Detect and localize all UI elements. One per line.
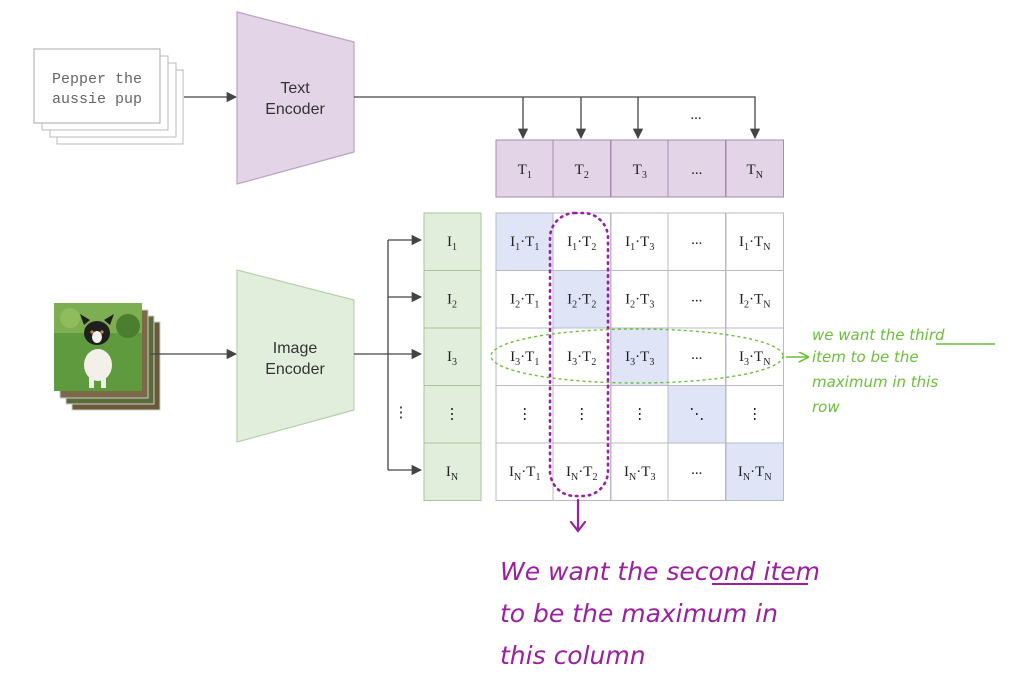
side-vertical-ellipsis: ⋮ [394, 405, 409, 421]
column-annotation: We want the second item to be the maximu… [500, 498, 820, 670]
matrix-product-label: IN·TN [738, 464, 772, 483]
matrix-cell [667, 442, 726, 501]
matrix-product-label: I2·T2 [567, 292, 596, 311]
text-encoder-label-2: Encoder [265, 101, 325, 118]
matrix-ellipsis: ... [691, 462, 702, 478]
matrix-cell-diagonal [667, 385, 726, 444]
caption-stack: Pepper the aussie pup [33, 48, 184, 145]
matrix-product-label: I3·T3 [625, 349, 654, 368]
text-feature-cell [725, 139, 784, 198]
matrix-cell [495, 270, 554, 329]
text-feature-row: T1 T2 T3... TN [495, 139, 784, 198]
matrix-product-label: I1·T1 [510, 234, 539, 253]
matrix-ellipsis: ⋮ [574, 407, 589, 423]
row-annotation-line-3: maximum in this [812, 373, 938, 391]
text-feature-cell [552, 139, 611, 198]
text-feature-label: T3 [633, 162, 647, 181]
puppy-photo [54, 303, 142, 391]
matrix-cell-diagonal [552, 270, 611, 329]
matrix-product-label: I2·T3 [625, 292, 654, 311]
matrix-ellipsis: ⋮ [517, 407, 532, 423]
matrix-cell [725, 327, 784, 386]
image-feature-label: ⋮ [445, 407, 460, 423]
image-feature-cell [423, 327, 482, 386]
matrix-product-label: IN·T1 [509, 464, 540, 483]
caption-line-1: Pepper the [52, 71, 142, 88]
matrix-product-label: I1·TN [739, 234, 770, 253]
matrix-ellipsis: ... [691, 347, 702, 363]
text-encoder: Text Encoder [236, 11, 355, 185]
matrix-ellipsis: ... [691, 290, 702, 306]
matrix-cell [495, 385, 554, 444]
image-stack [54, 303, 161, 411]
matrix-product-label: I3·T2 [567, 349, 596, 368]
column-highlight-loop [548, 211, 610, 498]
column-annotation-line-2: to be the maximum in [500, 599, 778, 628]
image-encoder-label-2: Encoder [265, 361, 325, 378]
matrix-cell [552, 442, 611, 501]
image-feature-cell [423, 385, 482, 444]
text-encoder-label-1: Text [280, 80, 310, 97]
text-feature-cell [495, 139, 554, 198]
matrix-product-label: IN·T3 [624, 464, 655, 483]
image-feature-cell [423, 270, 482, 329]
matrix-product-label: I3·T1 [510, 349, 539, 368]
matrix-cell [495, 442, 554, 501]
matrix-cell [610, 442, 669, 501]
matrix-cell [667, 212, 726, 271]
matrix-product-label: I1·T2 [567, 234, 596, 253]
matrix-cell [610, 212, 669, 271]
matrix-product-label: I2·TN [739, 292, 770, 311]
matrix-product-label: I1·T3 [625, 234, 654, 253]
matrix-product-label: I2·T1 [510, 292, 539, 311]
image-feature-label: IN [446, 464, 458, 483]
column-annotation-line-1: We want the second item [500, 557, 820, 586]
matrix-product-label: I3·TN [739, 349, 770, 368]
row-annotation: we want the third item to be the maximum… [786, 326, 995, 416]
text-feature-label: TN [747, 162, 763, 181]
matrix-cell-diagonal [725, 442, 784, 501]
image-feature-label: I3 [447, 349, 457, 368]
text-feature-label: T1 [518, 162, 532, 181]
image-feature-cell [423, 212, 482, 271]
text-feature-cell [667, 139, 726, 198]
row-annotation-line-4: row [812, 398, 840, 416]
matrix-ellipsis: ⋮ [632, 407, 647, 423]
image-feature-cell [423, 442, 482, 501]
image-feature-arrows: ⋮ [354, 234, 423, 476]
column-annotation-line-3: this column [500, 641, 646, 670]
similarity-matrix: I1·T1 I1·T2 I1·T3... I1·TN I2·T1 I2·T2 I2·T3..… [495, 212, 784, 501]
matrix-ellipsis: ⋮ [747, 407, 762, 423]
matrix-cell-diagonal [610, 327, 669, 386]
text-feature-label: T2 [575, 162, 589, 181]
image-feature-label: I2 [447, 292, 457, 311]
text-feature-label: ... [691, 162, 702, 178]
row-annotation-line-1: we want the third [812, 326, 945, 344]
matrix-product-label: IN·T2 [566, 464, 597, 483]
matrix-cell [725, 385, 784, 444]
image-encoder: Image Encoder [236, 269, 355, 443]
caption-line-2: aussie pup [52, 91, 142, 108]
text-feature-arrows: ... [354, 96, 761, 140]
image-encoder-label-1: Image [273, 340, 318, 357]
arrow-ellipsis: ... [690, 107, 701, 123]
row-highlight-loop [490, 328, 784, 384]
matrix-cell [725, 212, 784, 271]
image-feature-label: I1 [447, 234, 457, 253]
matrix-cell [667, 270, 726, 329]
matrix-cell [610, 385, 669, 444]
matrix-ellipsis: ... [691, 232, 702, 248]
matrix-cell [725, 270, 784, 329]
matrix-cell [610, 270, 669, 329]
matrix-ellipsis: ⋱ [689, 407, 704, 423]
row-annotation-line-2: item to be the [812, 348, 919, 366]
